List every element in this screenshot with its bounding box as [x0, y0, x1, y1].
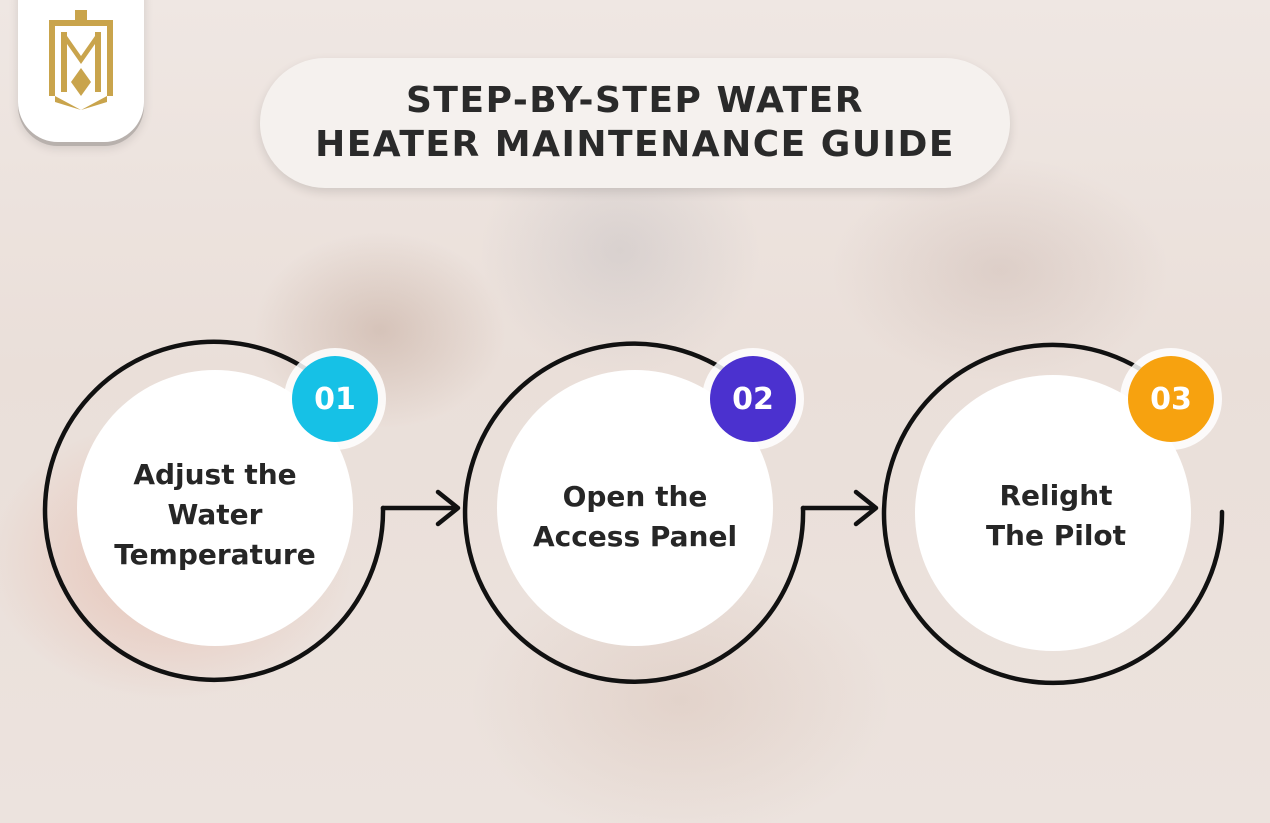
step-1-label-line-1: Adjust the: [133, 458, 297, 491]
step-2-label-line-1: Open the: [562, 480, 708, 513]
step-2-number-badge: 02: [710, 356, 796, 442]
title-banner: STEP-BY-STEP WATER HEATER MAINTENANCE GU…: [260, 58, 1010, 188]
step-3-ring: [881, 342, 1225, 686]
step-1-ring: [42, 339, 386, 683]
step-1-label-line-3: Temperature: [114, 538, 316, 571]
logo-tab[interactable]: [18, 0, 144, 142]
step-3-number-badge: 03: [1128, 356, 1214, 442]
step-2-label-line-2: Access Panel: [532, 520, 738, 553]
arrow-right-icon: [800, 489, 879, 527]
step-2-ring: [462, 341, 806, 684]
arrow-right-icon: [380, 489, 461, 527]
crown-shield-logo-icon: [49, 10, 113, 110]
step-3-label-line-1: Relight: [999, 479, 1113, 512]
step-2-label: Open the Access Panel: [515, 477, 755, 557]
step-1-number-badge: 01: [292, 356, 378, 442]
title-line-2: HEATER MAINTENANCE GUIDE: [315, 124, 955, 165]
step-3-label: Relight The Pilot: [936, 476, 1176, 556]
step-3-label-line-2: The Pilot: [985, 519, 1127, 552]
step-1-label-line-2: Water: [167, 498, 263, 531]
step-1-label: Adjust the Water Temperature: [95, 455, 335, 575]
title-line-1: STEP-BY-STEP WATER: [406, 80, 864, 121]
